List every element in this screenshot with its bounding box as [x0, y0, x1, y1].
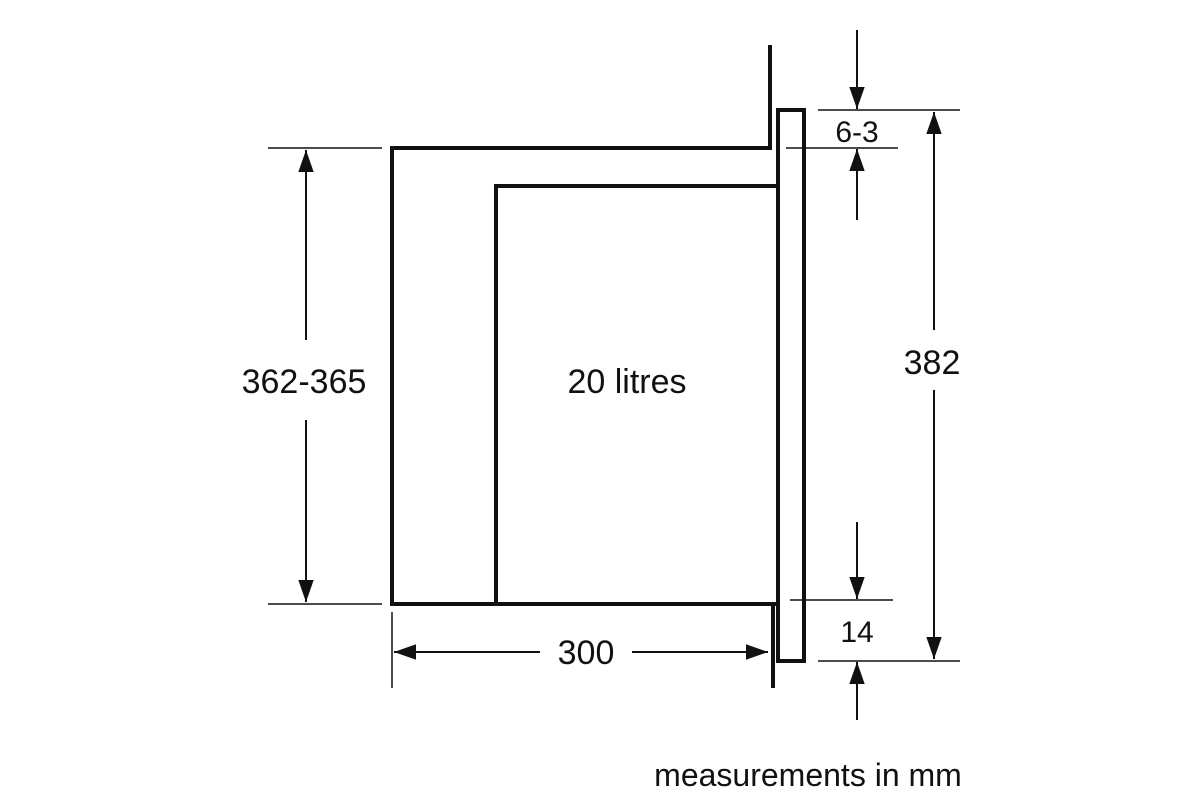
top-gap-dimension: 6-3: [786, 30, 960, 220]
door-height-dimension: 382: [904, 112, 961, 659]
appliance-body: [494, 108, 806, 663]
bottom-gap-dimension: 14: [790, 522, 960, 720]
units-note: measurements in mm: [654, 757, 962, 793]
bottom-gap-label: 14: [840, 616, 873, 649]
depth-dimension: 300: [391, 612, 768, 688]
cabinet-outline: [390, 45, 778, 688]
door-panel: [776, 108, 806, 663]
volume-label: 20 litres: [567, 363, 686, 401]
top-gap-label: 6-3: [835, 116, 878, 149]
height-dimension: 362-365: [242, 147, 382, 605]
door-height-label: 382: [904, 344, 961, 382]
depth-label: 300: [558, 634, 615, 672]
height-label: 362-365: [242, 363, 367, 401]
